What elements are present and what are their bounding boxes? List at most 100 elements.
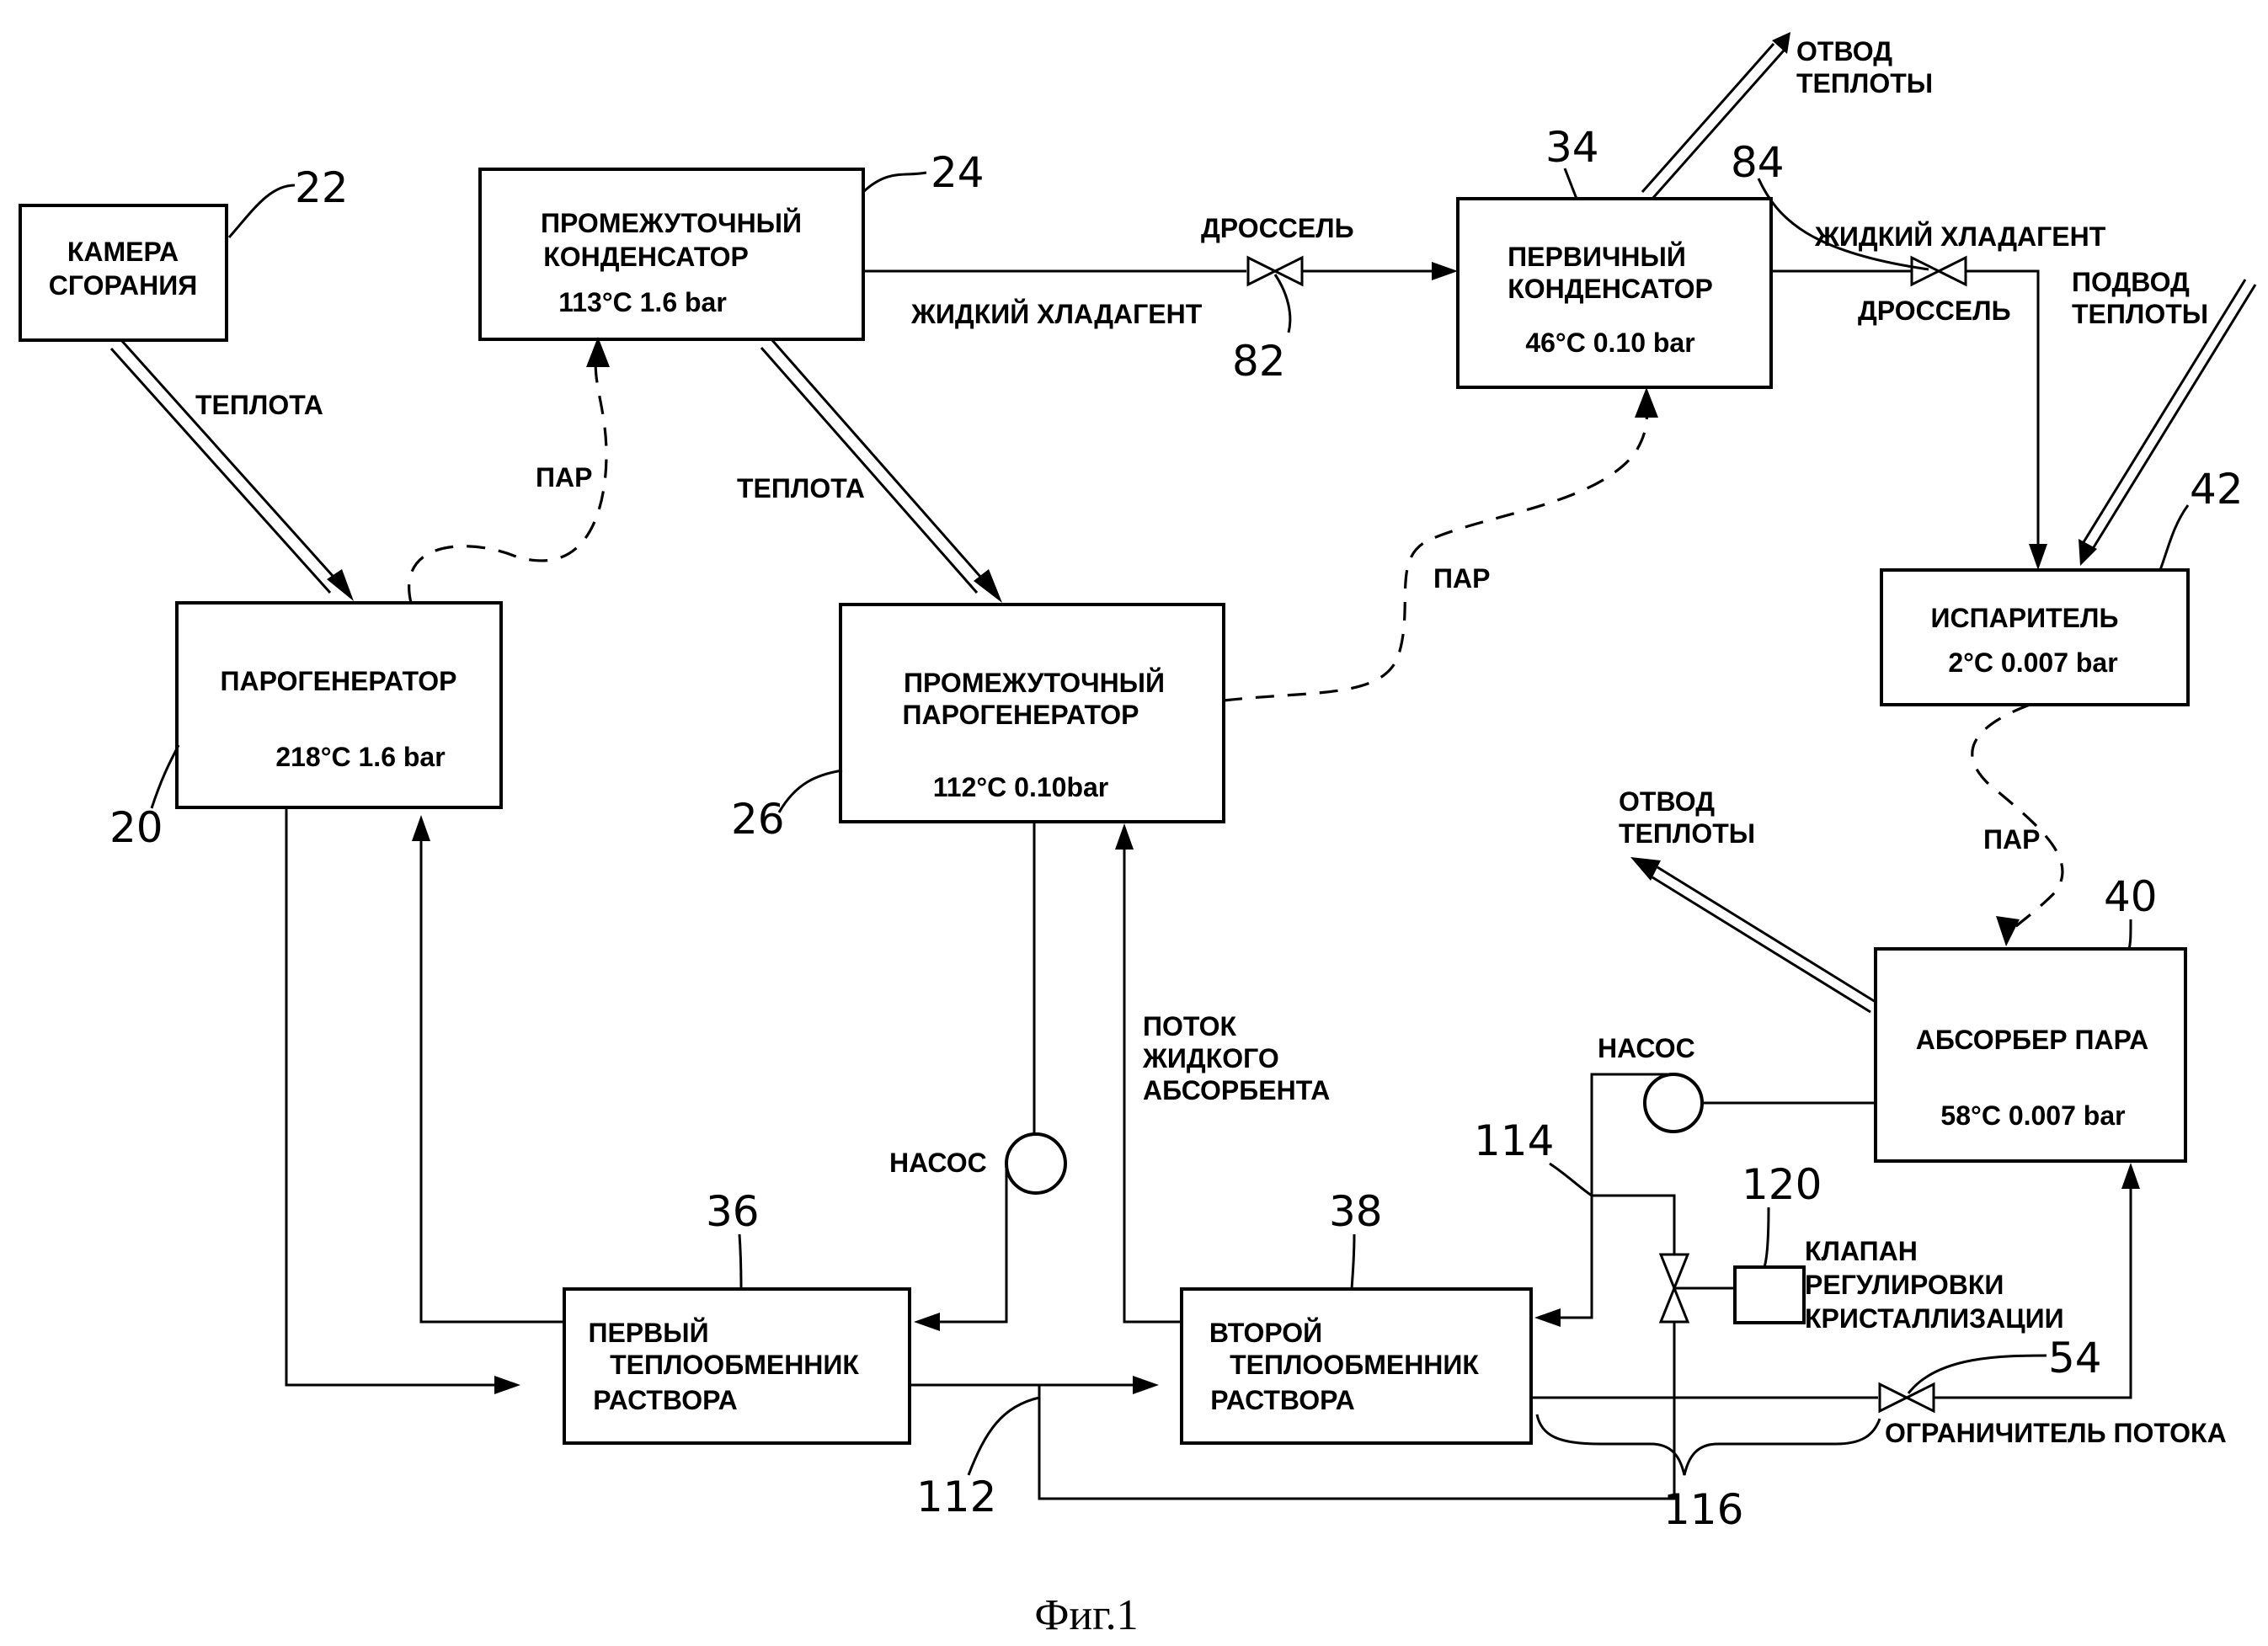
heat-removal-abs-1: ОТВОД xyxy=(1619,786,1715,817)
flow-limiter-54[interactable] xyxy=(1880,1384,1934,1411)
pipe-generator-to-hx1 xyxy=(286,807,505,1385)
inter-generator-params: 112°C 0.10bar xyxy=(933,772,1109,802)
lead-26 xyxy=(779,770,842,812)
arrow-into-hx2 xyxy=(1133,1376,1159,1394)
pipe-pump-to-hx1 xyxy=(931,1164,1006,1322)
arrow-into-hx1 xyxy=(494,1376,520,1394)
lead-36 xyxy=(739,1234,741,1289)
second-solution-heat-exchanger: ВТОРОЙ ТЕПЛООБМЕННИК РАСТВОРА xyxy=(1182,1289,1531,1443)
hx1-line2: ТЕПЛООБМЕННИК xyxy=(610,1350,859,1380)
primary-condenser-line1: ПЕРВИЧНЫЙ xyxy=(1508,242,1686,272)
combustion-line1: КАМЕРА xyxy=(67,237,179,267)
absorber-title: АБСОРБЕР ПАРА xyxy=(1916,1025,2149,1055)
brace-116 xyxy=(1537,1414,1880,1475)
pump-b[interactable] xyxy=(1645,1074,1702,1132)
liquid-refrigerant-b: ЖИДКИЙ ХЛАДАГЕНТ xyxy=(1814,221,2106,252)
heat-removal-top-1: ОТВОД xyxy=(1796,36,1892,67)
arrow-into-evaporator xyxy=(2029,544,2047,570)
absorber-params: 58°C 0.007 bar xyxy=(1940,1100,2125,1131)
inter-condenser-line2: КОНДЕНСАТОР xyxy=(543,242,749,272)
steam-label-c: ПАР xyxy=(1983,824,2040,855)
ref-114: 114 xyxy=(1474,1116,1554,1165)
arrow-into-intergen xyxy=(1115,823,1134,850)
pump-label-a: НАСОС xyxy=(889,1148,987,1178)
crystallization-valve-actuator xyxy=(1735,1267,1804,1323)
ref-38: 38 xyxy=(1329,1187,1383,1236)
pipe-114-branch xyxy=(1592,1196,1674,1254)
combustion-chamber: КАМЕРА СГОРАНИЯ xyxy=(20,205,227,340)
arrow-pump-into-hx2 xyxy=(1534,1308,1561,1327)
absorbent-flow-1: ПОТОК xyxy=(1143,1011,1237,1041)
evaporator: ИСПАРИТЕЛЬ 2°C 0.007 bar xyxy=(1881,570,2188,705)
ref-20: 20 xyxy=(109,803,163,852)
ref-82: 82 xyxy=(1232,337,1286,386)
arrow-into-primary xyxy=(1432,262,1458,280)
ref-84: 84 xyxy=(1731,138,1785,187)
hx2-line2: ТЕПЛООБМЕННИК xyxy=(1230,1350,1479,1380)
vapor-absorber: АБСОРБЕР ПАРА 58°C 0.007 bar xyxy=(1876,949,2185,1161)
figure-caption: Фиг.1 xyxy=(1034,1591,1138,1639)
heat-removal-abs-2: ТЕПЛОТЫ xyxy=(1619,818,1755,849)
ref-40: 40 xyxy=(2104,872,2158,921)
primary-condenser-params: 46°C 0.10 bar xyxy=(1525,328,1694,358)
primary-condenser-line2: КОНДЕНСАТОР xyxy=(1508,274,1713,304)
absorbent-flow-2: ЖИДКОГО xyxy=(1142,1043,1279,1073)
first-solution-heat-exchanger: ПЕРВЫЙ ТЕПЛООБМЕННИК РАСТВОРА xyxy=(564,1289,910,1443)
steam-evaporator-to-absorber xyxy=(1972,705,2063,935)
ref-34: 34 xyxy=(1545,123,1599,172)
heat-label-b: ТЕПЛОТА xyxy=(737,473,865,503)
cryst-valve-line1: КЛАПАН xyxy=(1805,1236,1918,1266)
hx1-line3: РАСТВОРА xyxy=(593,1385,738,1415)
evaporator-title: ИСПАРИТЕЛЬ xyxy=(1931,603,2119,633)
ref-24: 24 xyxy=(931,148,985,197)
ref-112: 112 xyxy=(916,1473,996,1521)
steam-arrow-b xyxy=(1635,387,1658,418)
steam-arrow-a xyxy=(586,337,610,367)
throttle-label-b: ДРОССЕЛЬ xyxy=(1858,296,2011,326)
throttle-valve-84[interactable] xyxy=(1912,258,1966,285)
lead-120 xyxy=(1764,1207,1769,1267)
heat-label-a: ТЕПЛОТА xyxy=(195,390,323,420)
throttle-label-a: ДРОССЕЛЬ xyxy=(1201,213,1354,243)
absorbent-flow-3: АБСОРБЕНТА xyxy=(1143,1075,1330,1105)
ref-22: 22 xyxy=(295,163,349,212)
pump-a[interactable] xyxy=(1006,1134,1065,1193)
inter-condenser-params: 113°C 1.6 bar xyxy=(558,287,727,317)
heat-supply-1: ПОДВОД xyxy=(2072,267,2190,297)
evaporator-params: 2°C 0.007 bar xyxy=(1948,647,2117,678)
ref-36: 36 xyxy=(706,1187,760,1236)
steam-generator: ПАРОГЕНЕРАТОР 218°C 1.6 bar xyxy=(177,603,501,807)
lead-34 xyxy=(1565,168,1577,199)
ref-42: 42 xyxy=(2190,465,2244,514)
ref-120: 120 xyxy=(1742,1160,1822,1209)
hx2-line1: ВТОРОЙ xyxy=(1209,1318,1322,1348)
lead-38 xyxy=(1352,1234,1354,1289)
ref-54: 54 xyxy=(2048,1334,2102,1382)
generator-params: 218°C 1.6 bar xyxy=(275,742,445,772)
flow-limiter-label: ОГРАНИЧИТЕЛЬ ПОТОКА xyxy=(1885,1418,2227,1448)
hx1-line1: ПЕРВЫЙ xyxy=(588,1318,708,1348)
heat-removal-absorber xyxy=(1630,857,1876,1012)
intermediate-condenser: ПРОМЕЖУТОЧНЫЙ КОНДЕНСАТОР 113°C 1.6 bar xyxy=(480,169,863,339)
heat-supply-2: ТЕПЛОТЫ xyxy=(2072,299,2208,329)
lead-22 xyxy=(229,185,295,237)
heat-arrow-combustion-to-generator xyxy=(111,340,354,601)
steam-label-b: ПАР xyxy=(1433,563,1490,594)
ref-26: 26 xyxy=(731,795,785,844)
primary-condenser: ПЕРВИЧНЫЙ КОНДЕНСАТОР 46°C 0.10 bar xyxy=(1458,199,1771,387)
steam-label-a: ПАР xyxy=(536,462,592,493)
lead-114 xyxy=(1550,1164,1592,1196)
heat-arrow-condenser-to-intergen xyxy=(761,339,1002,603)
intermediate-generator: ПРОМЕЖУТОЧНЫЙ ПАРОГЕНЕРАТОР 112°C 0.10ba… xyxy=(840,605,1224,822)
ref-116: 116 xyxy=(1663,1485,1743,1534)
lead-40 xyxy=(2129,919,2131,949)
heat-removal-top-2: ТЕПЛОТЫ xyxy=(1796,68,1933,99)
cryst-valve-line2: РЕГУЛИРОВКИ xyxy=(1805,1270,2004,1300)
lead-112 xyxy=(969,1398,1039,1475)
generator-title: ПАРОГЕНЕРАТОР xyxy=(221,666,457,696)
arrow-into-generator xyxy=(412,815,430,841)
throttle-valve-82[interactable] xyxy=(1248,258,1302,285)
pump-label-b: НАСОС xyxy=(1598,1033,1695,1063)
pipe-hx1-to-generator xyxy=(421,829,564,1322)
